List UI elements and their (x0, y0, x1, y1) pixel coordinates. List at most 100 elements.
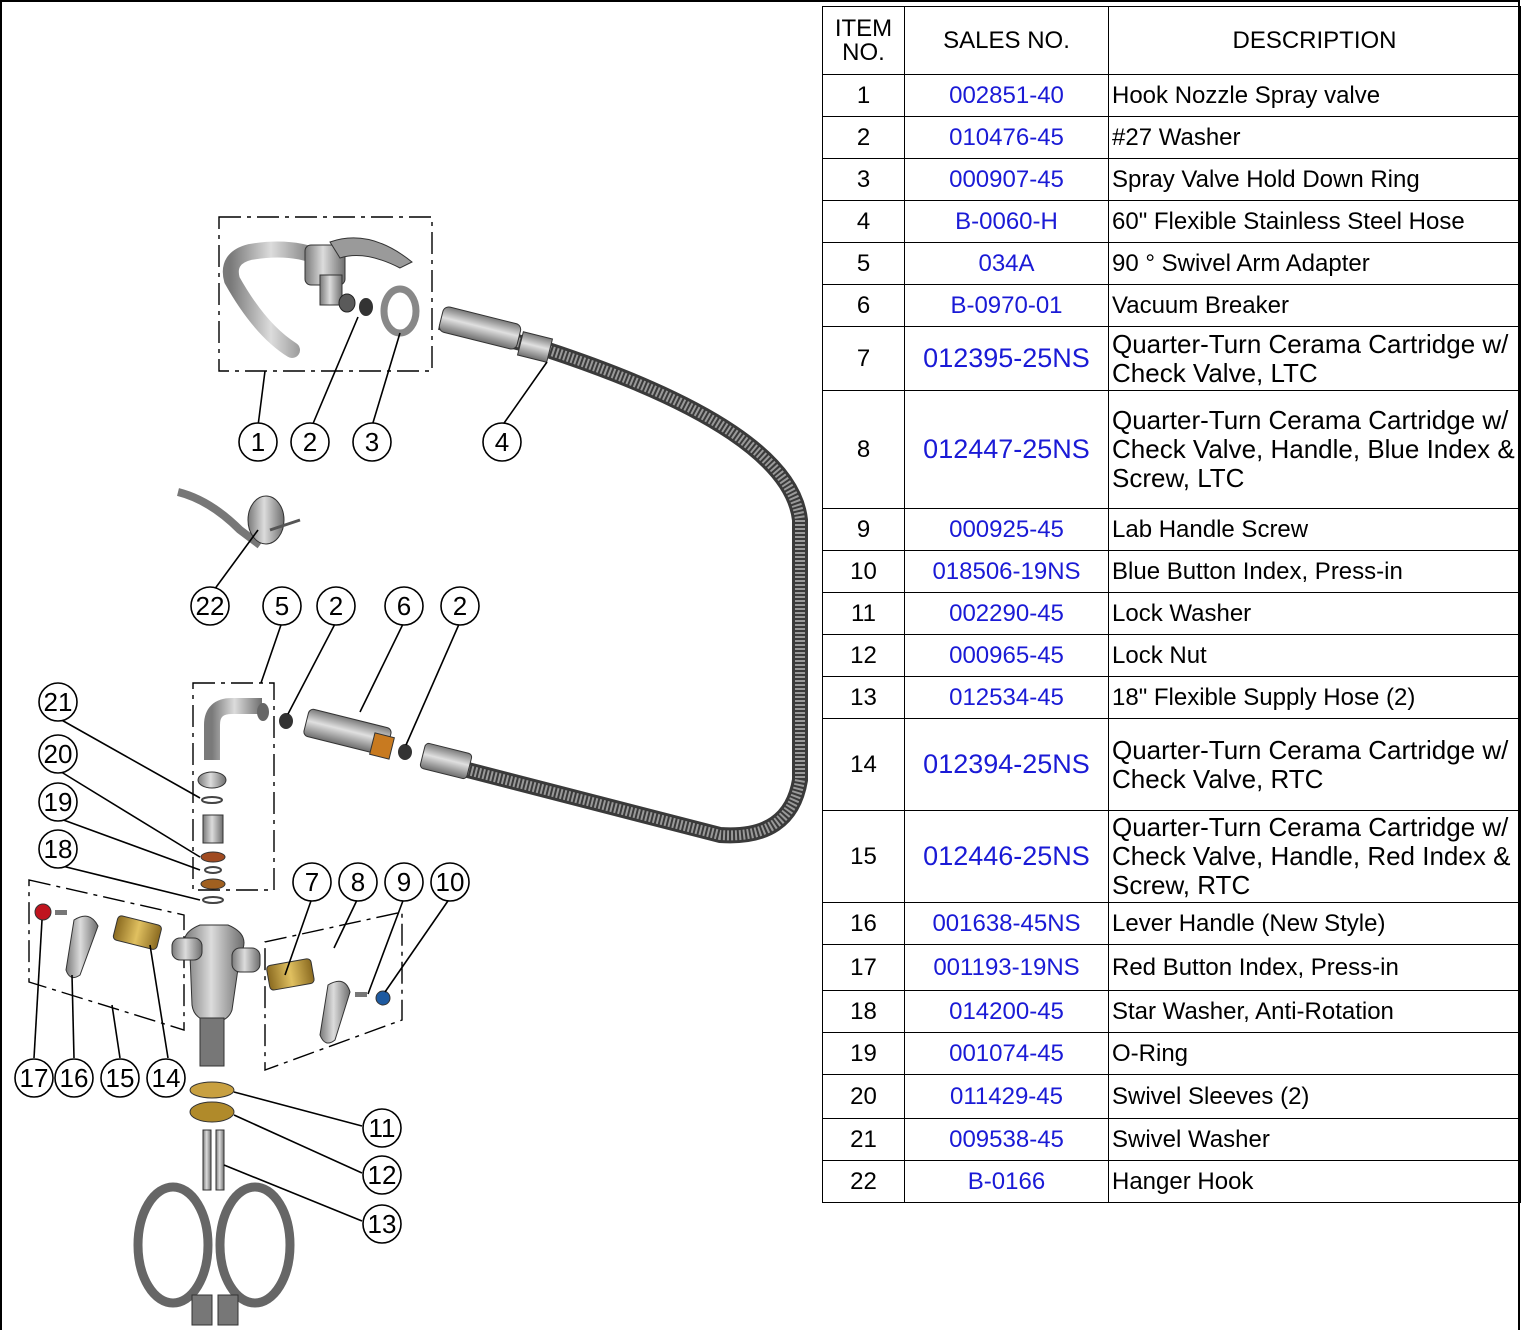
item-cell: 5 (822, 242, 905, 285)
svg-text:18: 18 (44, 834, 73, 864)
hold-down-ring-part (380, 285, 420, 337)
group-box-spray-valve (218, 216, 433, 372)
description-cell: Swivel Washer (1108, 1118, 1521, 1161)
callout-22: 22 (190, 586, 230, 626)
left-cartridge-part (112, 915, 162, 950)
svg-text:6: 6 (397, 591, 411, 621)
svg-text:21: 21 (44, 687, 73, 717)
svg-text:22: 22 (196, 591, 225, 621)
callout-18: 18 (38, 829, 78, 869)
item-cell: 8 (822, 390, 905, 509)
sales-no-cell[interactable]: B-0060-H (904, 200, 1109, 243)
sales-no-cell[interactable]: 010476-45 (904, 116, 1109, 159)
description-cell: Hanger Hook (1108, 1160, 1521, 1203)
sales-no-cell[interactable]: 012534-45 (904, 676, 1109, 719)
sales-no-cell[interactable]: 034A (904, 242, 1109, 285)
description-cell: O-Ring (1108, 1032, 1521, 1075)
callout-17: 17 (14, 1058, 54, 1098)
callout-15: 15 (100, 1058, 140, 1098)
item-cell: 2 (822, 116, 905, 159)
sales-no-cell[interactable]: 000965-45 (904, 634, 1109, 677)
item-cell: 15 (822, 810, 905, 903)
lab-handle-screw-part (55, 910, 67, 915)
sales-no-cell[interactable]: 012446-25NS (904, 810, 1109, 903)
callout-6: 6 (384, 586, 424, 626)
sales-no-cell[interactable]: 011429-45 (904, 1074, 1109, 1119)
svg-text:14: 14 (152, 1063, 181, 1093)
item-cell: 6 (822, 284, 905, 327)
sales-no-cell[interactable]: 000925-45 (904, 508, 1109, 551)
sales-no-cell[interactable]: 000907-45 (904, 158, 1109, 201)
sales-no-cell[interactable]: B-0970-01 (904, 284, 1109, 327)
sales-no-cell[interactable]: 012394-25NS (904, 718, 1109, 811)
description-cell: Quarter-Turn Cerama Cartridge w/ Check V… (1108, 326, 1521, 391)
header-sales-no: SALES NO. (904, 6, 1109, 75)
callout-2: 2 (316, 586, 356, 626)
sales-no-cell[interactable]: 014200-45 (904, 990, 1109, 1033)
svg-text:4: 4 (495, 427, 509, 457)
item-cell: 20 (822, 1074, 905, 1119)
hook-nozzle-spray-valve-part (222, 237, 413, 358)
description-cell: 60" Flexible Stainless Steel Hose (1108, 200, 1521, 243)
lock-washer-part (189, 1081, 235, 1099)
sales-no-cell[interactable]: 012395-25NS (904, 326, 1109, 391)
item-cell: 22 (822, 1160, 905, 1203)
right-cartridge-part (266, 958, 315, 991)
hanger-hook-part (176, 488, 301, 549)
description-cell: Lock Nut (1108, 634, 1521, 677)
item-cell: 11 (822, 592, 905, 635)
callout-7: 7 (292, 862, 332, 902)
lab-handle-screw-part (355, 992, 367, 997)
supply-hoses-part (133, 1129, 295, 1326)
svg-text:7: 7 (305, 867, 319, 897)
lever-handle-part (65, 915, 99, 979)
callout-9: 9 (384, 862, 424, 902)
sales-no-cell[interactable]: 012447-25NS (904, 390, 1109, 509)
washer-part (279, 713, 293, 729)
svg-text:16: 16 (60, 1063, 89, 1093)
svg-text:1: 1 (251, 427, 265, 457)
callout-14: 14 (146, 1058, 186, 1098)
sales-no-cell[interactable]: 002290-45 (904, 592, 1109, 635)
svg-text:15: 15 (106, 1063, 135, 1093)
callout-1: 1 (238, 422, 278, 462)
sales-no-cell[interactable]: 001193-19NS (904, 944, 1109, 991)
svg-text:2: 2 (329, 591, 343, 621)
item-cell: 4 (822, 200, 905, 243)
faucet-body-part (171, 924, 261, 1067)
callout-21: 21 (38, 682, 78, 722)
svg-text:11: 11 (369, 1113, 396, 1143)
description-cell: Star Washer, Anti-Rotation (1108, 990, 1521, 1033)
sales-no-cell[interactable]: 001638-45NS (904, 902, 1109, 945)
washer-part (398, 744, 412, 760)
sales-no-cell[interactable]: 009538-45 (904, 1118, 1109, 1161)
sales-no-cell[interactable]: 001074-45 (904, 1032, 1109, 1075)
description-cell: Lab Handle Screw (1108, 508, 1521, 551)
callout-3: 3 (352, 422, 392, 462)
callout-11: 11 (362, 1108, 402, 1148)
sales-no-cell[interactable]: 018506-19NS (904, 550, 1109, 593)
svg-text:2: 2 (453, 591, 467, 621)
item-cell: 10 (822, 550, 905, 593)
lock-nut-part (189, 1101, 235, 1123)
description-cell: Red Button Index, Press-in (1108, 944, 1521, 991)
sales-no-cell[interactable]: 002851-40 (904, 74, 1109, 117)
item-cell: 7 (822, 326, 905, 391)
sales-no-cell[interactable]: B-0166 (904, 1160, 1109, 1203)
svg-text:9: 9 (397, 867, 411, 897)
